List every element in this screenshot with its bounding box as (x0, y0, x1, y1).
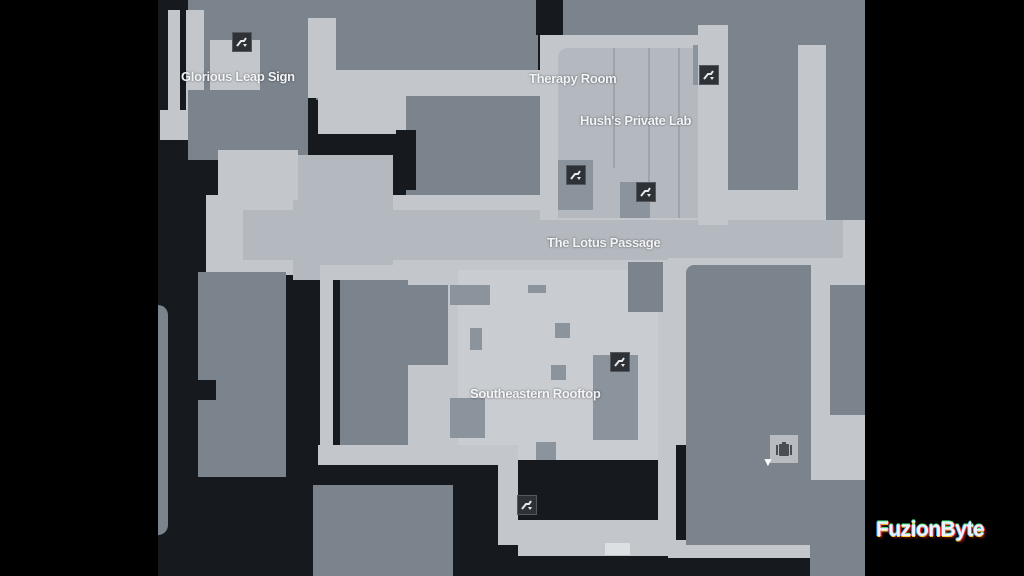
watermark-logo: FuzionByte (876, 518, 985, 541)
map-obstacle (450, 398, 485, 438)
location-label-hushs-private-lab: Hush's Private Lab (580, 113, 692, 128)
map-obstacle (528, 285, 546, 293)
zipline-icon[interactable] (699, 65, 719, 85)
map-wall (333, 280, 340, 463)
map-walkway (308, 70, 543, 98)
map-building (830, 285, 865, 415)
map-building (686, 265, 811, 545)
zipline-icon[interactable] (517, 495, 537, 515)
map-building (628, 262, 663, 312)
map-walkway (218, 150, 298, 200)
map-obstacle (470, 328, 482, 350)
location-label-glorious-leap-sign: Glorious Leap Sign (181, 69, 295, 84)
zipline-icon[interactable] (566, 165, 586, 185)
map-wall (308, 95, 316, 170)
location-label-southeastern-rooftop: Southeastern Rooftop (470, 386, 601, 401)
map-walkway (186, 10, 204, 110)
map-building (188, 90, 308, 160)
map-walkway (798, 45, 826, 215)
map-building (158, 305, 168, 535)
zipline-icon[interactable] (610, 352, 630, 372)
map-walkway (318, 98, 406, 134)
map-building (406, 96, 546, 201)
map-room-divider (678, 48, 680, 218)
loot-case-icon[interactable] (770, 435, 798, 463)
location-label-therapy-room: Therapy Room (529, 71, 617, 86)
map-wall (676, 445, 686, 540)
map-building (313, 485, 453, 576)
location-label-the-lotus-passage: The Lotus Passage (547, 235, 661, 250)
map-walkway (293, 155, 393, 280)
map-walkway (498, 445, 518, 545)
zipline-icon[interactable] (636, 182, 656, 202)
map-obstacle (555, 323, 570, 338)
map-wall (396, 130, 416, 190)
map-building (333, 0, 538, 72)
level-map[interactable]: Glorious Leap Sign Therapy Room Hush's P… (158, 0, 865, 576)
map-walkway (318, 445, 508, 465)
map-obstacle (536, 442, 556, 462)
map-obstacle (450, 285, 490, 305)
map-obstacle (551, 365, 566, 380)
map-building (826, 110, 865, 220)
map-walkway (518, 520, 678, 556)
map-walkway (168, 10, 180, 110)
map-wall (536, 0, 544, 35)
map-room-divider (613, 48, 615, 168)
map-walkway (698, 25, 728, 225)
map-wall (198, 380, 216, 400)
down-arrow-icon: ▼ (762, 455, 774, 469)
map-building (810, 480, 865, 576)
zipline-icon[interactable] (232, 32, 252, 52)
map-building (198, 272, 286, 477)
map-walkway (605, 543, 630, 555)
map-building (408, 285, 453, 365)
map-building (340, 280, 408, 457)
map-room-divider (648, 48, 650, 218)
